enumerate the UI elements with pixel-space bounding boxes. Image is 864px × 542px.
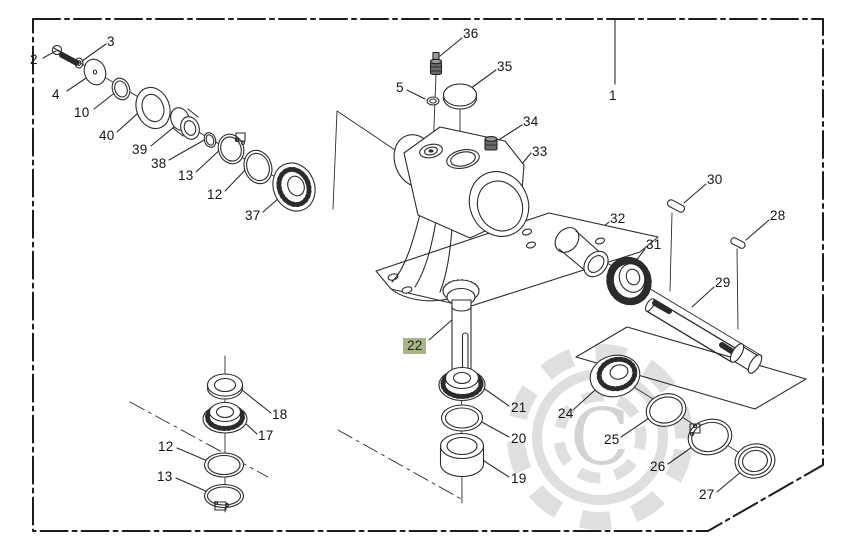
part-22-bevel-pinion-shaft bbox=[442, 278, 480, 388]
callout-26[interactable]: 26 bbox=[650, 459, 666, 474]
callout-36[interactable]: 36 bbox=[463, 26, 479, 41]
part-40-shim-ring bbox=[135, 86, 171, 130]
part-21-taper-bearing bbox=[438, 366, 486, 402]
part-29-output-shaft bbox=[644, 298, 763, 374]
part-33-gearbox-housing bbox=[375, 126, 659, 308]
part-37-taper-bearing bbox=[272, 162, 316, 212]
callout-13-upper[interactable]: 13 bbox=[178, 168, 194, 183]
callout-19[interactable]: 19 bbox=[511, 471, 527, 486]
callout-12-upper[interactable]: 12 bbox=[207, 187, 223, 202]
callout-27[interactable]: 27 bbox=[699, 487, 715, 502]
part-24-taper-bearing bbox=[589, 354, 641, 398]
callout-31[interactable]: 31 bbox=[646, 237, 662, 252]
callout-4[interactable]: 4 bbox=[52, 87, 60, 102]
part-18-washer bbox=[206, 373, 244, 400]
callout-12-lower[interactable]: 12 bbox=[158, 439, 174, 454]
callout-39[interactable]: 39 bbox=[132, 142, 148, 157]
watermark-letter: C bbox=[570, 393, 630, 483]
part-3-lock-washer bbox=[74, 57, 84, 69]
callout-33[interactable]: 33 bbox=[532, 144, 548, 159]
part-10-ring bbox=[111, 77, 131, 101]
part-27-seal bbox=[734, 443, 776, 479]
callout-17[interactable]: 17 bbox=[258, 428, 274, 443]
callout-24[interactable]: 24 bbox=[558, 406, 574, 421]
part-25-o-ring bbox=[645, 393, 687, 427]
callout-3[interactable]: 3 bbox=[107, 34, 115, 49]
callout-18[interactable]: 18 bbox=[272, 407, 288, 422]
callout-29[interactable]: 29 bbox=[715, 275, 731, 290]
part-26-snap-ring bbox=[687, 418, 733, 456]
part-30-key bbox=[666, 199, 686, 213]
part-17-taper-bearing bbox=[202, 401, 248, 434]
part-19-bushing bbox=[439, 432, 485, 478]
callout-37[interactable]: 37 bbox=[245, 208, 261, 223]
callout-34[interactable]: 34 bbox=[523, 114, 539, 129]
callout-20[interactable]: 20 bbox=[511, 431, 527, 446]
part-38-o-ring bbox=[203, 132, 217, 148]
callout-2[interactable]: 2 bbox=[30, 52, 38, 67]
part-39-bushing bbox=[170, 107, 200, 140]
part-20-o-ring bbox=[440, 404, 484, 432]
callout-35[interactable]: 35 bbox=[497, 59, 513, 74]
part-31-bevel-gear bbox=[606, 256, 652, 306]
part-34-plug bbox=[484, 136, 498, 151]
callout-22-selected[interactable]: 22 bbox=[403, 338, 427, 354]
callout-32[interactable]: 32 bbox=[610, 211, 626, 226]
part-13-snap-ring-lower bbox=[203, 483, 245, 511]
part-5-o-ring-small bbox=[426, 96, 440, 106]
part-4-washer-disc bbox=[83, 58, 107, 86]
part-12-o-ring-upper bbox=[243, 149, 273, 185]
drawing-frame bbox=[32, 18, 824, 532]
callout-21[interactable]: 21 bbox=[511, 400, 527, 415]
part-28-key bbox=[730, 237, 746, 249]
callout-40[interactable]: 40 bbox=[99, 128, 115, 143]
callout-30[interactable]: 30 bbox=[707, 172, 723, 187]
part-2-bolt bbox=[51, 44, 80, 66]
callout-38[interactable]: 38 bbox=[151, 156, 167, 171]
callout-13-lower[interactable]: 13 bbox=[157, 469, 173, 484]
callout-25[interactable]: 25 bbox=[604, 432, 620, 447]
callout-10[interactable]: 10 bbox=[74, 105, 90, 120]
callout-1-assembly[interactable]: 1 bbox=[609, 88, 617, 103]
panel-outline bbox=[575, 326, 807, 410]
callout-5[interactable]: 5 bbox=[396, 80, 404, 95]
part-12-o-ring-lower bbox=[203, 452, 245, 478]
part-35-cap bbox=[442, 83, 478, 110]
part-13-snap-ring-upper bbox=[217, 132, 246, 165]
watermark-gear: C bbox=[507, 344, 693, 530]
callout-28[interactable]: 28 bbox=[770, 208, 786, 223]
part-36-grease-fitting bbox=[429, 51, 443, 76]
part-32-roller-bushing bbox=[554, 227, 609, 278]
